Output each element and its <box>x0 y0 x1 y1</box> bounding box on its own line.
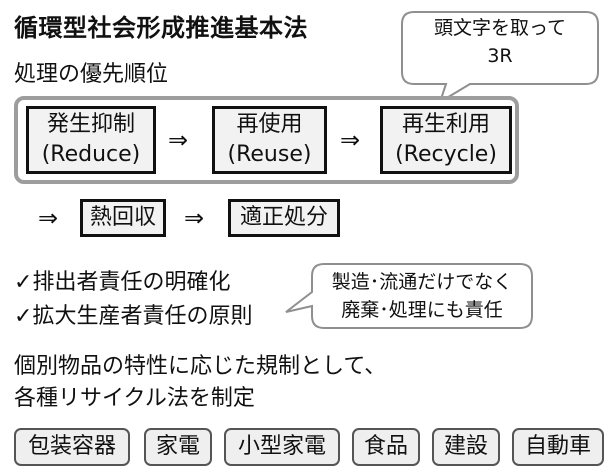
regulation-text-line1: 個別物品の特性に応じた規制として、 <box>14 354 387 379</box>
step-recycle-sub: (Recycle) <box>395 142 497 167</box>
check-icon: ✓ <box>14 304 33 329</box>
step-recycle-label: 再生利用 <box>401 112 490 137</box>
step-heat-recovery: 熱回収 <box>80 199 166 237</box>
producer-callout: 製造･流通だけでなく 廃棄･処理にも責任 <box>314 268 530 324</box>
step-reduce-label: 発生抑制 <box>46 112 135 137</box>
step-reuse-sub: (Reuse) <box>227 142 312 167</box>
producer-callout-line1: 製造･流通だけでなく <box>331 271 513 293</box>
law-tag-small-appliances: 小型家電 <box>224 428 340 466</box>
three-r-callout-line1: 頭文字を取って <box>433 17 567 39</box>
three-r-panel: 発生抑制 (Reduce) ⇒ 再使用 (Reuse) ⇒ 再生利用 (Recy… <box>14 96 519 184</box>
page-title: 循環型社会形成推進基本法 <box>14 14 308 42</box>
step-proper-disposal: 適正処分 <box>228 199 340 237</box>
arrow-icon: ⇒ <box>340 126 361 154</box>
step-reuse: 再使用 (Reuse) <box>212 106 327 174</box>
regulation-text-line2: 各種リサイクル法を制定 <box>14 386 255 411</box>
three-r-callout-shape <box>401 11 599 105</box>
arrow-icon: ⇒ <box>168 126 189 154</box>
responsibility-text: 排出者責任の明確化 <box>32 270 231 295</box>
step-reuse-label: 再使用 <box>236 112 303 137</box>
three-r-callout-line2: 3R <box>487 45 513 67</box>
step-recycle: 再生利用 (Recycle) <box>380 106 512 174</box>
priority-label: 処理の優先順位 <box>14 62 169 87</box>
law-tag-automobile: 自動車 <box>512 428 604 466</box>
responsibility-item: ✓拡大生産者責任の原則 <box>14 298 252 330</box>
responsibility-text: 拡大生産者責任の原則 <box>32 304 253 329</box>
law-tag-construction: 建設 <box>432 428 500 466</box>
producer-callout-line2: 廃棄･処理にも責任 <box>341 299 503 321</box>
responsibility-item: ✓排出者責任の明確化 <box>14 264 230 296</box>
check-icon: ✓ <box>14 270 33 295</box>
three-r-callout: 頭文字を取って 3R <box>402 14 598 70</box>
step-reduce: 発生抑制 (Reduce) <box>26 106 156 174</box>
producer-callout-shape <box>285 263 533 329</box>
step-reduce-sub: (Reduce) <box>41 142 141 167</box>
arrow-icon: ⇒ <box>38 204 59 232</box>
law-tag-packaging: 包装容器 <box>14 428 130 466</box>
arrow-icon: ⇒ <box>184 204 205 232</box>
law-tag-appliances: 家電 <box>144 428 212 466</box>
law-tag-food: 食品 <box>352 428 420 466</box>
